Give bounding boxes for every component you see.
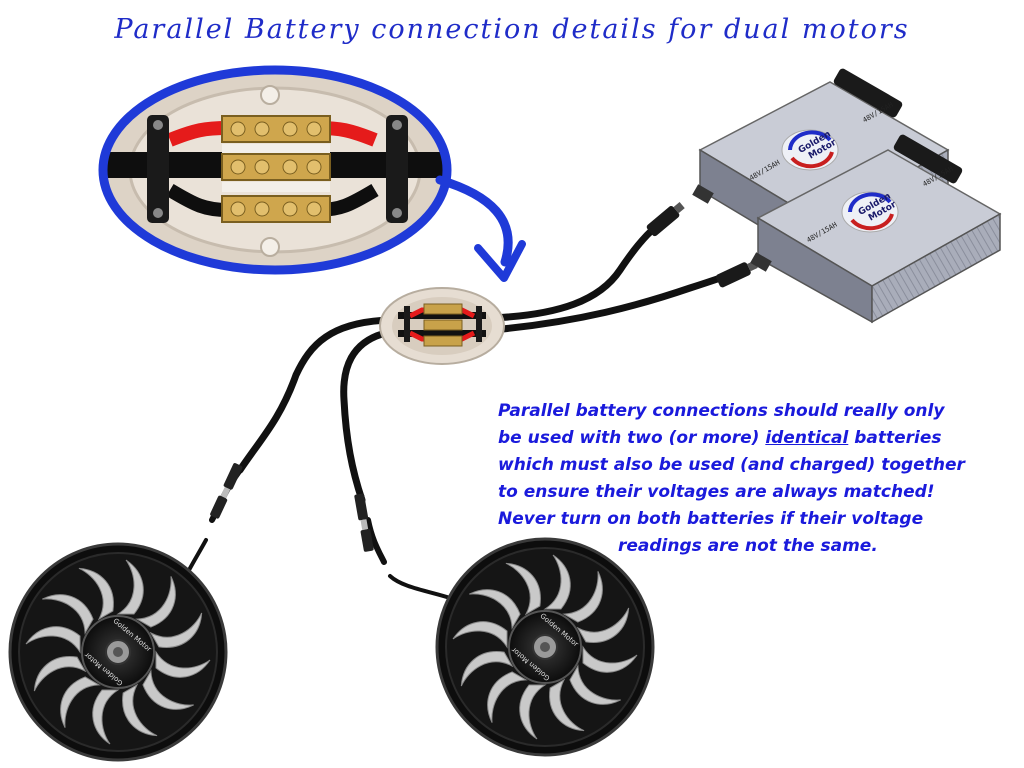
note-line-5: Never turn on both batteries if their vo… [498, 509, 924, 529]
connector-motor-1 [210, 463, 243, 519]
terminal-block-middle [221, 153, 331, 181]
note-line-6: readings are not the same. [618, 536, 878, 556]
motor-spoke [452, 621, 508, 649]
note-line-2-start: be used with two (or more) [498, 428, 766, 448]
motor-spoke [549, 678, 585, 732]
connector-motor-2 [354, 493, 374, 552]
cable-to-motor-1 [236, 316, 394, 474]
motor-spoke [505, 562, 541, 616]
motor-spoke [569, 664, 621, 705]
motor-spoke [92, 689, 120, 745]
note-emphasis-identical: identical [765, 428, 849, 448]
motor-spoke [543, 554, 571, 610]
cable-clamp-left [147, 115, 169, 223]
motor-spoke [78, 567, 114, 621]
junction-callout [98, 65, 452, 275]
connector-battery-1 [646, 201, 685, 237]
motor-spoke [142, 669, 194, 710]
motor-spoke [25, 626, 81, 654]
motor-spoke [582, 645, 638, 673]
callout-outline [98, 65, 452, 275]
terminal-block-negative [221, 195, 331, 223]
screw-boss-bottom [260, 237, 280, 257]
motor-spoke [562, 571, 603, 623]
cable-connectors [210, 201, 758, 552]
motor-spoke [460, 651, 514, 687]
motor-spoke [60, 676, 101, 728]
motor-spoke [149, 612, 203, 648]
note-line-4: to ensure their voltages are always matc… [498, 482, 935, 502]
motor-spoke [135, 576, 176, 628]
note-line-2-end: batteries [848, 428, 942, 448]
motor-spoke [487, 671, 528, 723]
junction-box [379, 287, 505, 365]
terminal-block-positive [221, 115, 331, 143]
motor-spoke [122, 683, 158, 737]
motor-spoke [576, 607, 630, 643]
note-line-1: Parallel battery connections should real… [498, 401, 945, 421]
motor-spoke [33, 656, 87, 692]
motor-spoke [469, 589, 521, 630]
note-line-2: be used with two (or more) identical bat… [498, 425, 1018, 452]
battery-pack-2: Golden Motor 48V/15AH 48V/15AH [750, 134, 1002, 324]
cable-to-motor-2 [340, 328, 394, 504]
motor-spoke [155, 650, 211, 678]
callout-arrow [435, 175, 526, 282]
screw-boss-top [260, 85, 280, 105]
motor-spoke [42, 594, 94, 635]
parallel-warning-note: Parallel battery connections should real… [498, 398, 1018, 560]
diagram-title: Parallel Battery connection details for … [114, 14, 910, 45]
cable-clamp-right [386, 115, 408, 223]
motor-spoke [519, 684, 547, 740]
motor-spoke [116, 559, 144, 615]
note-line-3: which must also be used (and charged) to… [498, 455, 965, 475]
